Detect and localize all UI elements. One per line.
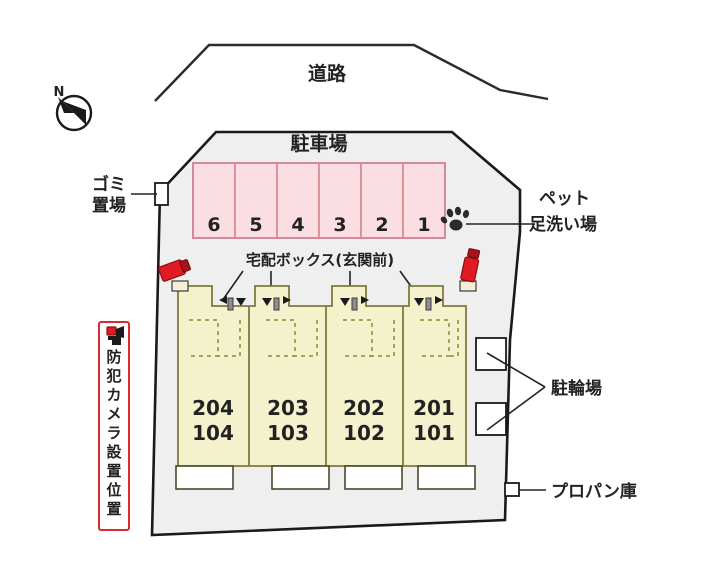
parking-stall[interactable] <box>402 162 446 239</box>
unit-number-101: 101 <box>413 421 455 445</box>
garbage-area-group: ゴミ 置場 <box>92 174 169 216</box>
parking-stall-number-3: 3 <box>333 214 346 236</box>
unit-number-203: 203 <box>267 396 309 420</box>
unit-number-group: 204 104 203 103 202 102 201 101 <box>192 396 455 445</box>
balcony <box>417 465 476 490</box>
parking-stall[interactable] <box>276 162 320 239</box>
bicycle-parking-group: 駐輪場 <box>475 337 602 436</box>
entrance-arrow-right-icon <box>361 296 369 304</box>
road-label: 道路 <box>308 62 347 85</box>
security-camera-legend-badge: 防犯カメラ設置位置 <box>98 321 130 531</box>
propane-storage-marker[interactable] <box>504 482 520 497</box>
entrance-marker-group <box>219 296 443 311</box>
security-camera-lens <box>467 248 481 259</box>
bicycle-parking-label: 駐輪場 <box>551 378 602 399</box>
delivery-box-icon <box>425 297 432 311</box>
entrance-arrow-left-icon <box>219 296 227 304</box>
pet-wash-label-line2: 足洗い場 <box>529 214 597 235</box>
garbage-area-label-line1: ゴミ <box>92 174 126 195</box>
entrance-arrow-right-icon <box>283 296 291 304</box>
unit-number-103: 103 <box>267 421 309 445</box>
security-camera-lens <box>179 259 191 273</box>
entrance-arrow-down-icon <box>414 298 424 306</box>
security-camera-left <box>158 259 191 292</box>
security-camera-body <box>460 256 480 283</box>
building-block <box>177 285 467 467</box>
delivery-box-label: 宅配ボックス(玄関前) <box>246 251 394 269</box>
paw-print-icon <box>440 206 470 231</box>
pet-wash-group: ペット 足洗い場 <box>440 189 597 235</box>
balcony <box>271 465 330 490</box>
delivery-box-icon <box>273 297 280 311</box>
unit-number-104: 104 <box>192 421 234 445</box>
road-boundary <box>154 43 549 102</box>
parking-stall-number-5: 5 <box>249 214 262 236</box>
compass-north-icon: N <box>54 85 93 132</box>
bicycle-parking-box[interactable] <box>475 337 507 371</box>
security-camera-base <box>459 280 477 292</box>
balcony <box>175 465 234 490</box>
delivery-box-icon <box>227 297 234 311</box>
compass-north-letter: N <box>54 85 65 100</box>
garbage-area-label-line2: 置場 <box>92 196 126 216</box>
pet-wash-label-line1: ペット <box>539 189 590 209</box>
parking-stall-number-6: 6 <box>207 214 220 236</box>
unit-number-201: 201 <box>413 396 455 420</box>
security-camera-legend-label: 防犯カメラ設置位置 <box>105 348 122 518</box>
parking-stall-number-1: 1 <box>417 214 430 236</box>
parking-stall-outer-frame <box>192 162 446 239</box>
security-camera-legend-frame <box>98 321 130 531</box>
unit-number-204: 204 <box>192 396 234 420</box>
entrance-arrow-down-icon <box>262 298 272 306</box>
balcony <box>344 465 403 490</box>
unit-number-202: 202 <box>343 396 385 420</box>
security-camera-right <box>459 248 481 292</box>
balcony-group <box>175 465 476 490</box>
propane-storage-group: プロパン庫 <box>504 481 637 502</box>
parking-stall-group: 6 5 4 3 2 1 <box>192 162 446 239</box>
entrance-arrow-down-icon <box>340 298 350 306</box>
security-camera-legend-icon <box>106 326 124 345</box>
entrance-arrow-right-icon <box>435 296 443 304</box>
delivery-box-icon <box>351 297 358 311</box>
parking-stall-number-2: 2 <box>375 214 388 236</box>
parking-stall-number-4: 4 <box>291 214 304 236</box>
entrance-arrow-down-icon <box>236 298 246 306</box>
parking-stall[interactable] <box>318 162 362 239</box>
unit-number-102: 102 <box>343 421 385 445</box>
propane-storage-label: プロパン庫 <box>551 481 637 502</box>
security-camera-base <box>171 280 189 292</box>
parking-area-label: 駐車場 <box>290 132 347 155</box>
